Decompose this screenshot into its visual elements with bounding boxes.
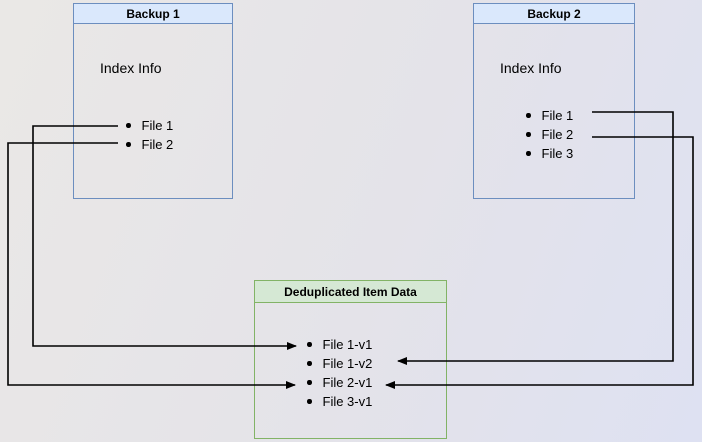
backup2-title: Backup 2 — [527, 6, 581, 21]
backup2-file2-label: File 2 — [541, 127, 574, 142]
bullet-icon — [307, 342, 312, 347]
backup2-header: Backup 2 — [474, 4, 634, 24]
backup2-file1-label: File 1 — [541, 108, 574, 123]
list-item: File 2 — [74, 136, 232, 153]
backup1-file1-label: File 1 — [141, 118, 174, 133]
backup1-file2-label: File 2 — [141, 137, 174, 152]
backup1-title: Backup 1 — [126, 6, 180, 21]
backup2-file3-label: File 3 — [541, 146, 574, 161]
bullet-icon — [126, 123, 131, 128]
bullet-icon — [307, 380, 312, 385]
list-item: File 2 — [474, 126, 634, 143]
backup2-index-info-label: Index Info — [500, 60, 562, 76]
dedup-file3v1-label: File 3-v1 — [322, 394, 373, 409]
list-item: File 1 — [474, 107, 634, 124]
bullet-icon — [307, 361, 312, 366]
bullet-icon — [126, 142, 131, 147]
bullet-icon — [526, 151, 531, 156]
bullet-icon — [526, 132, 531, 137]
dedup-header: Deduplicated Item Data — [255, 281, 446, 303]
list-item: File 2-v1 — [255, 374, 446, 391]
bullet-icon — [307, 399, 312, 404]
bullet-icon — [526, 113, 531, 118]
dedup-box: Deduplicated Item Data File 1-v1 File 1-… — [254, 280, 447, 439]
backup1-index-info-label: Index Info — [100, 60, 162, 76]
list-item: File 1-v1 — [255, 336, 446, 353]
dedup-file1v1-label: File 1-v1 — [322, 337, 373, 352]
list-item: File 3-v1 — [255, 393, 446, 410]
list-item: File 3 — [474, 145, 634, 162]
dedup-title: Deduplicated Item Data — [284, 284, 417, 299]
backup2-box: Backup 2 Index Info File 1 File 2 File 3 — [473, 3, 635, 199]
dedup-file2v1-label: File 2-v1 — [322, 375, 373, 390]
dedup-file1v2-label: File 1-v2 — [322, 356, 373, 371]
backup1-box: Backup 1 Index Info File 1 File 2 — [73, 3, 233, 199]
list-item: File 1 — [74, 117, 232, 134]
backup1-header: Backup 1 — [74, 4, 232, 24]
list-item: File 1-v2 — [255, 355, 446, 372]
